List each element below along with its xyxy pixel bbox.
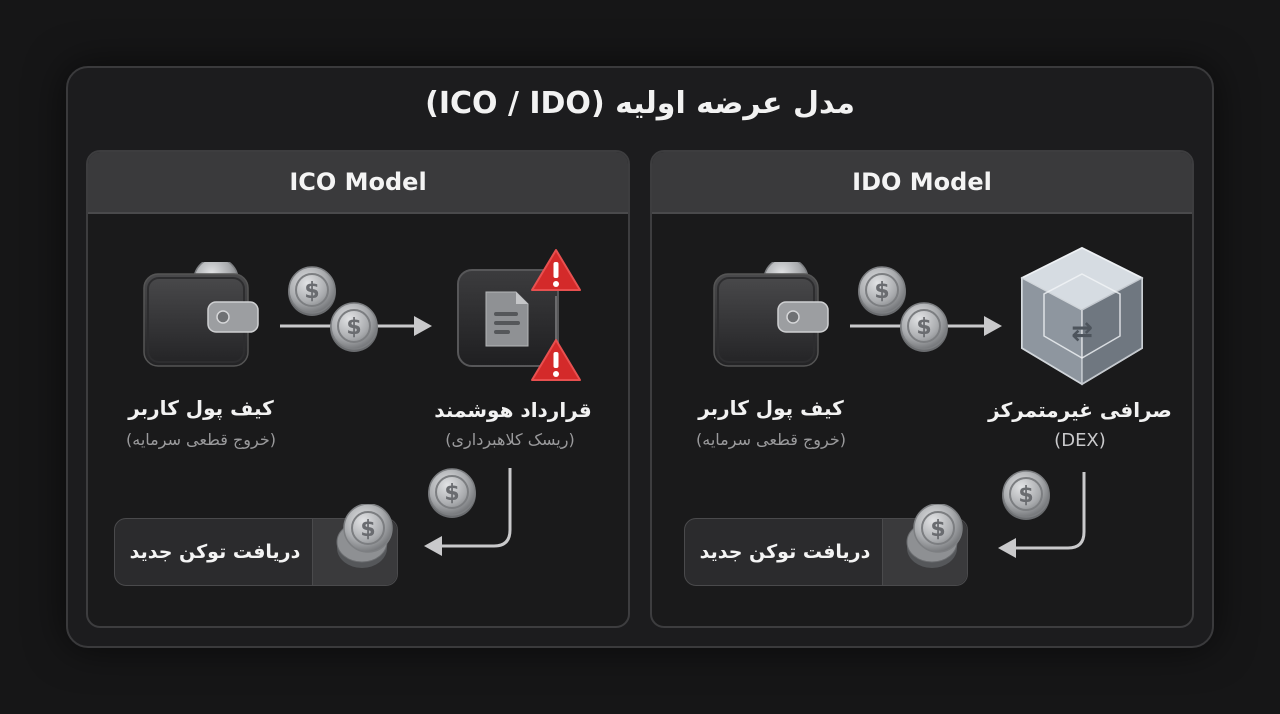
ico-wallet-label: کیف پول کاربر	[128, 396, 274, 420]
smart-contract-icon	[457, 249, 581, 381]
ico-contract-sublabel: (ریسک کلاهبرداری)	[445, 430, 575, 449]
ido-wallet-sublabel: (خروج قطعی سرمایه)	[696, 430, 846, 449]
ico-contract-label: قرارداد هوشمند	[434, 398, 592, 422]
coin-icon	[1001, 470, 1051, 521]
document-icon	[485, 291, 529, 347]
crystal-cube-icon: ⇄	[1020, 246, 1144, 386]
warning-icon	[531, 249, 581, 291]
coin-transfer-arrow	[850, 266, 1002, 353]
token-stack-icon	[906, 504, 963, 569]
return-arrow-icon	[998, 470, 1086, 558]
arrow-right-icon	[414, 316, 432, 336]
ico-panel-header: ICO Model	[88, 152, 628, 214]
svg-text:⇄: ⇄	[1071, 317, 1093, 347]
ido-dex-sublabel: (DEX)	[1054, 430, 1106, 451]
coin-icon	[857, 266, 907, 317]
wallet-icon	[143, 262, 259, 367]
ido-token-label: دریافت توکن جدید	[699, 541, 871, 563]
coin-icon	[329, 302, 379, 353]
arrow-right-icon	[984, 316, 1002, 336]
wallet-icon	[713, 262, 829, 367]
coin-transfer-arrow	[280, 266, 432, 353]
ico-wallet-sublabel: (خروج قطعی سرمایه)	[126, 430, 276, 449]
ido-panel-header: IDO Model	[652, 152, 1192, 214]
warning-icon	[531, 339, 581, 381]
ico-token-label: دریافت توکن جدید	[129, 541, 301, 563]
diagram-title: مدل عرضه اولیه (ICO / IDO)	[425, 86, 855, 121]
coin-icon	[287, 266, 337, 317]
token-stack-icon	[336, 504, 393, 569]
coin-icon	[899, 302, 949, 353]
ido-dex-label: صرافی غیرمتمرکز	[988, 398, 1172, 422]
return-arrow-icon	[424, 468, 512, 556]
ido-wallet-label: کیف پول کاربر	[698, 396, 844, 420]
coin-icon	[427, 468, 477, 519]
